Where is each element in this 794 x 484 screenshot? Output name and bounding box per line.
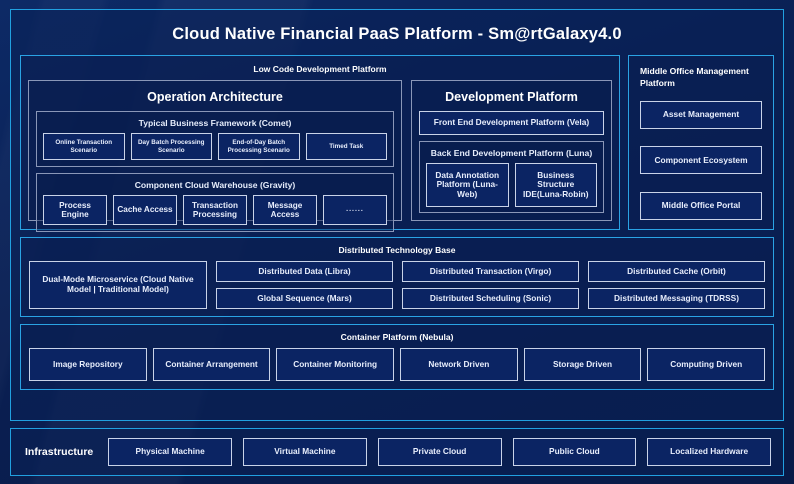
back-end-development-platform: Back End Development Platform (Luna) Dat… — [419, 141, 604, 213]
platform-body: Low Code Development Platform Operation … — [20, 55, 774, 411]
list-item[interactable]: Container Monitoring — [276, 348, 395, 381]
list-item[interactable]: Private Cloud — [377, 438, 502, 466]
list-item[interactable]: Day Batch Processing Scenario — [130, 133, 212, 160]
list-item[interactable]: Virtual Machine — [243, 438, 367, 466]
middle-office-management-platform: Middle Office Management Platform Asset … — [628, 55, 774, 230]
infrastructure-items: Physical Machine Virtual Machine Private… — [108, 438, 772, 466]
list-item[interactable]: Distributed Scheduling (Sonic) — [402, 288, 579, 309]
operation-architecture-title: Operation Architecture — [147, 90, 283, 104]
list-item[interactable]: Asset Management — [640, 100, 762, 129]
low-code-title: Low Code Development Platform — [253, 64, 387, 74]
list-item[interactable]: Distributed Transaction (Virgo) — [402, 261, 579, 282]
low-code-columns: Operation Architecture Typical Business … — [28, 80, 612, 232]
list-item[interactable]: Middle Office Portal — [640, 192, 762, 220]
list-item-more[interactable]: ...... — [323, 195, 387, 225]
luna-title: Back End Development Platform (Luna) — [430, 148, 593, 158]
list-item[interactable]: Network Driven — [400, 348, 518, 381]
comet-items: Online Transaction Scenario Day Batch Pr… — [43, 133, 387, 160]
gravity-items: Process Engine Cache Access Transaction … — [43, 195, 387, 225]
container-platform: Container Platform (Nebula) Image Reposi… — [20, 324, 774, 390]
distributed-technology-base: Distributed Technology Base Dual-Mode Mi… — [20, 237, 774, 317]
list-item[interactable]: Transaction Processing — [183, 195, 247, 225]
middle-office-items: Asset Management Component Ecosystem Mid… — [640, 100, 762, 220]
list-item[interactable]: Component Ecosystem — [640, 146, 762, 175]
top-band: Low Code Development Platform Operation … — [20, 55, 774, 232]
dtb-column: Distributed Transaction (Virgo) Distribu… — [402, 261, 579, 309]
list-item[interactable]: Business Structure IDE(Luna-Robin) — [514, 163, 597, 207]
dual-mode-microservice[interactable]: Dual-Mode Microservice (Cloud Native Mod… — [29, 261, 207, 309]
development-platform-title: Development Platform — [445, 90, 578, 104]
list-item[interactable]: End-of-Day Batch Processing Scenario — [218, 133, 300, 160]
distributed-technology-base-title: Distributed Technology Base — [338, 245, 456, 255]
infrastructure-label: Infrastructure — [25, 446, 94, 458]
list-item[interactable]: Public Cloud — [512, 438, 637, 466]
operation-architecture: Operation Architecture Typical Business … — [28, 80, 402, 232]
list-item[interactable]: Localized Hardware — [647, 438, 772, 466]
list-item[interactable]: Cache Access — [113, 195, 177, 225]
page-title: Cloud Native Financial PaaS Platform - S… — [172, 25, 622, 43]
list-item[interactable]: Image Repository — [29, 348, 147, 381]
list-item[interactable]: Distributed Messaging (TDRSS) — [588, 288, 765, 309]
typical-business-framework: Typical Business Framework (Comet) Onlin… — [36, 111, 394, 167]
container-platform-items: Image Repository Container Arrangement C… — [29, 348, 766, 381]
list-item[interactable]: Physical Machine — [108, 438, 233, 466]
middle-office-title: Middle Office Management Platform — [640, 66, 749, 89]
component-cloud-warehouse: Component Cloud Warehouse (Gravity) Proc… — [36, 173, 394, 232]
low-code-development-platform: Low Code Development Platform Operation … — [20, 55, 620, 232]
list-item[interactable]: Storage Driven — [523, 348, 642, 381]
list-item[interactable]: Distributed Cache (Orbit) — [588, 261, 765, 282]
list-item[interactable]: Global Sequence (Mars) — [216, 288, 393, 309]
luna-items: Data Annotation Platform (Luna-Web) Busi… — [426, 163, 597, 207]
dtb-column: Distributed Data (Libra) Global Sequence… — [216, 261, 393, 309]
front-end-development-platform[interactable]: Front End Development Platform (Vela) — [419, 111, 604, 135]
dtb-column: Distributed Cache (Orbit) Distributed Me… — [588, 261, 765, 309]
list-item[interactable]: Process Engine — [43, 195, 107, 225]
list-item[interactable]: Distributed Data (Libra) — [216, 261, 393, 282]
comet-title: Typical Business Framework (Comet) — [138, 118, 292, 128]
gravity-title: Component Cloud Warehouse (Gravity) — [134, 180, 296, 190]
container-platform-title: Container Platform (Nebula) — [340, 332, 454, 342]
distributed-technology-base-columns: Dual-Mode Microservice (Cloud Native Mod… — [29, 261, 765, 309]
list-item[interactable]: Computing Driven — [647, 348, 766, 381]
list-item[interactable]: Timed Task — [305, 133, 387, 160]
list-item[interactable]: Container Arrangement — [152, 348, 271, 381]
platform-frame: Cloud Native Financial PaaS Platform - S… — [10, 9, 784, 421]
development-platform: Development Platform Front End Developme… — [411, 80, 612, 221]
list-item[interactable]: Message Access — [253, 195, 317, 225]
list-item[interactable]: Online Transaction Scenario — [43, 133, 125, 160]
infrastructure-band: Infrastructure Physical Machine Virtual … — [10, 428, 784, 476]
list-item[interactable]: Data Annotation Platform (Luna-Web) — [426, 163, 509, 207]
